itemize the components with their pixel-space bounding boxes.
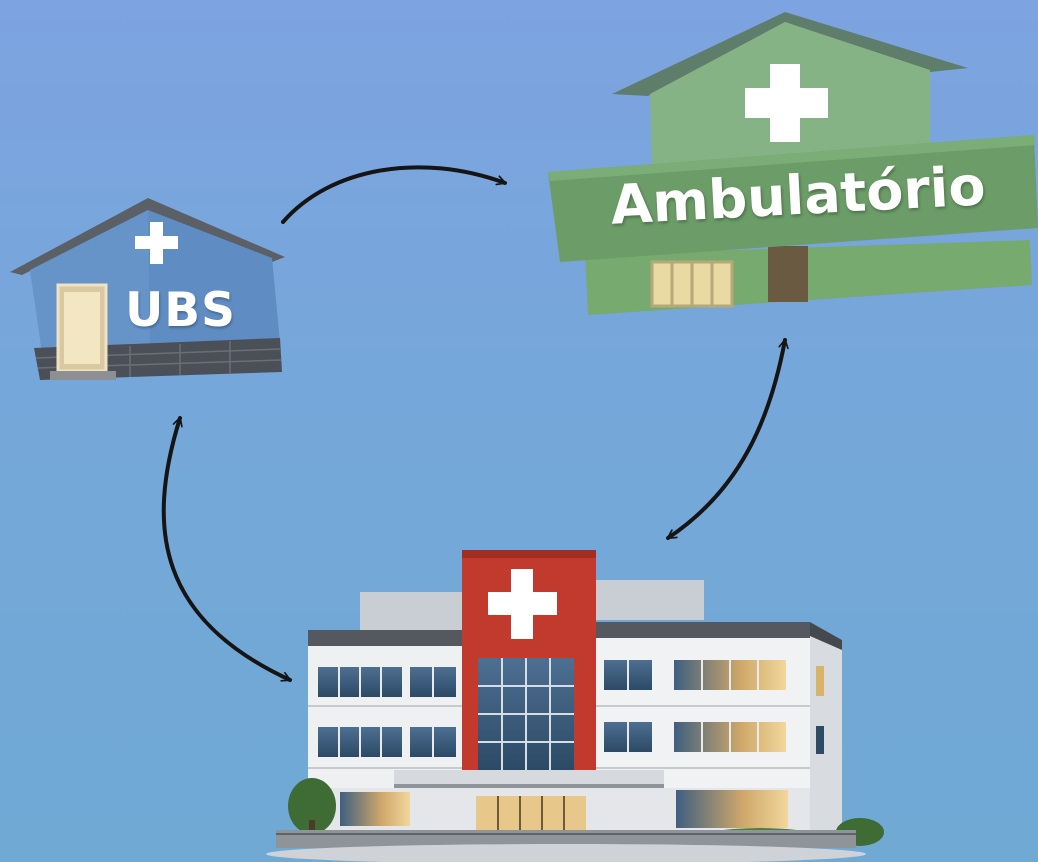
ubs-roof xyxy=(10,198,285,275)
ubs-cross-icon xyxy=(135,222,178,264)
hospital-entrance xyxy=(476,796,586,832)
arrow-ubs-hospital xyxy=(161,416,292,682)
hospital-cross-icon xyxy=(488,569,557,639)
hospital-building xyxy=(266,550,884,862)
hospital-windows-left xyxy=(318,667,456,757)
ambulatorio-roof xyxy=(612,12,968,96)
arrow-ubs-to-ambulatorio xyxy=(281,165,507,224)
ambulatorio-cross-icon xyxy=(745,64,828,142)
ubs-label: UBS xyxy=(125,283,236,338)
connection-arrows xyxy=(161,165,789,682)
arrow-ambulatorio-hospital xyxy=(666,338,789,540)
ambulatorio-building xyxy=(548,12,1038,315)
ubs-building xyxy=(10,198,285,380)
hospital-windows-right xyxy=(604,660,824,754)
hospital-tree xyxy=(288,778,336,834)
